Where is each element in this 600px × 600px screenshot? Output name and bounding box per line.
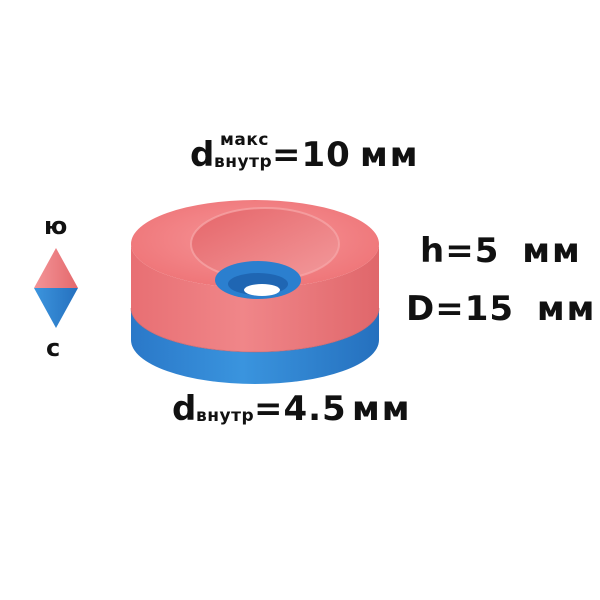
north-pole-label: ю	[44, 212, 68, 240]
inner-diameter-value: =4.5	[254, 389, 347, 429]
pole-indicator-icon	[34, 248, 78, 328]
magnet-top-face	[131, 200, 379, 288]
inner-diameter-unit: мм	[352, 389, 412, 429]
inner-diameter-subscript: внутр	[196, 406, 255, 426]
height-text: h=5	[420, 231, 500, 271]
max-inner-diameter-unit: мм	[360, 135, 420, 175]
inner-diameter-symbol: d	[172, 389, 198, 429]
magnet-blue-layer	[131, 308, 379, 384]
height-unit: мм	[522, 231, 582, 271]
max-inner-diameter-subscript: внутр	[214, 152, 273, 172]
max-inner-diameter-value: =10	[272, 135, 351, 175]
south-pole-label: с	[46, 334, 61, 362]
outer-diameter-label: D=15 мм	[406, 292, 596, 326]
outer-diameter-text: D=15	[406, 289, 515, 329]
outer-diameter-unit: мм	[536, 289, 597, 329]
height-label: h=5 мм	[420, 234, 582, 268]
magnet-inner-hole	[215, 261, 301, 299]
max-inner-diameter-superscript: макс	[220, 130, 269, 150]
max-inner-diameter-symbol: d	[190, 135, 216, 175]
